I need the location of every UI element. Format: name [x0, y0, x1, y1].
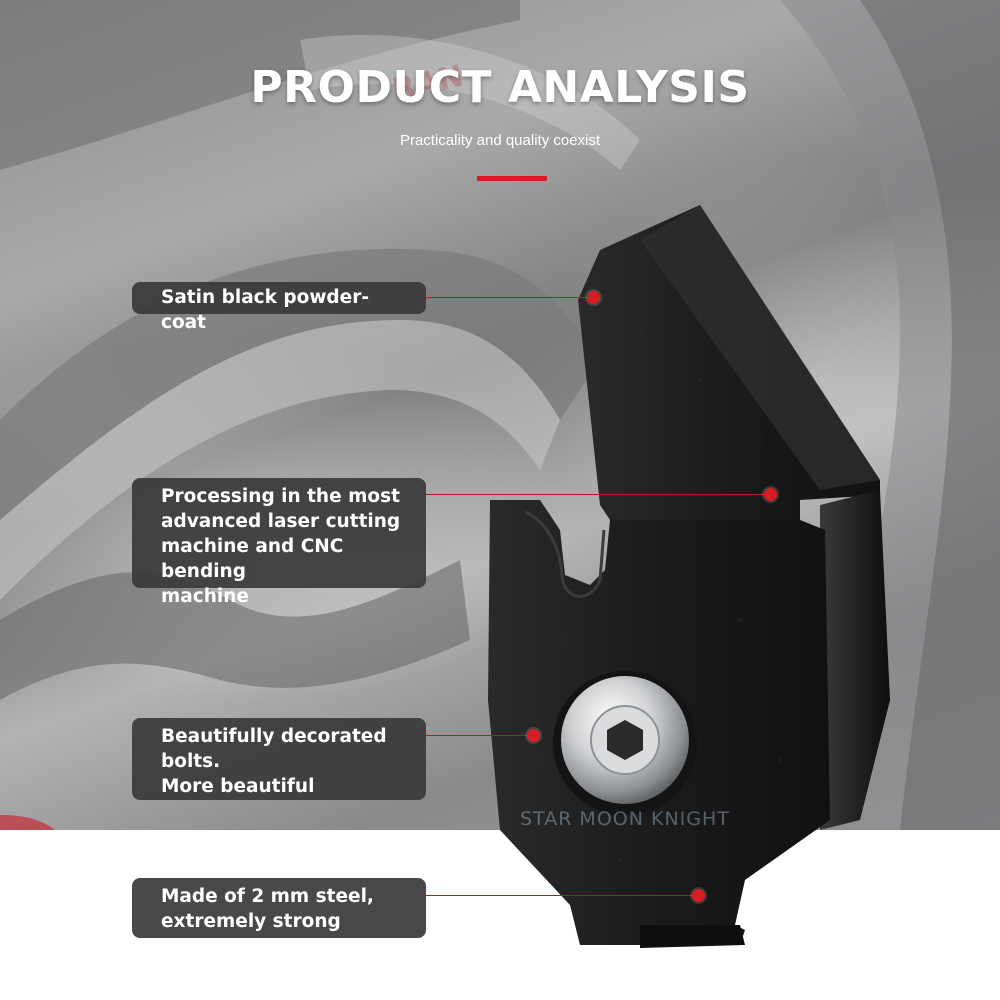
hex-socket-icon — [607, 720, 643, 760]
callout-dot-bolts — [527, 729, 540, 742]
callout-line-steel — [426, 895, 698, 896]
bracket-side-flange — [820, 490, 890, 830]
callout-line-powder-coat — [426, 297, 594, 298]
callout-dot-laser-cutting — [764, 488, 777, 501]
callout-line-laser-cutting — [426, 494, 771, 495]
callout-text: Made of 2 mm steel, extremely strong — [161, 886, 374, 932]
callout-text: Processing in the most advanced laser cu… — [161, 486, 401, 607]
callout-dot-powder-coat — [587, 291, 600, 304]
callout-line-bolts — [426, 735, 533, 736]
title-divider — [477, 176, 547, 181]
bolt — [553, 671, 697, 815]
page-subtitle: Practicality and quality coexist — [399, 132, 601, 149]
page-title: PRODUCT ANALYSIS — [250, 62, 750, 113]
callout-powder-coat: Satin black powder-coat — [132, 282, 426, 333]
callout-text: Beautifully decorated bolts. More beauti… — [161, 726, 387, 797]
callout-bolts: Beautifully decorated bolts. More beauti… — [132, 718, 426, 800]
callout-dot-steel — [692, 889, 705, 902]
watermark: STAR MOON KNIGHT — [520, 808, 730, 830]
callout-text: Satin black powder-coat — [161, 287, 370, 333]
callout-steel: Made of 2 mm steel, extremely strong — [132, 878, 426, 938]
callout-laser-cutting: Processing in the most advanced laser cu… — [132, 478, 426, 607]
background-shapes: RAN — [0, 0, 1000, 830]
